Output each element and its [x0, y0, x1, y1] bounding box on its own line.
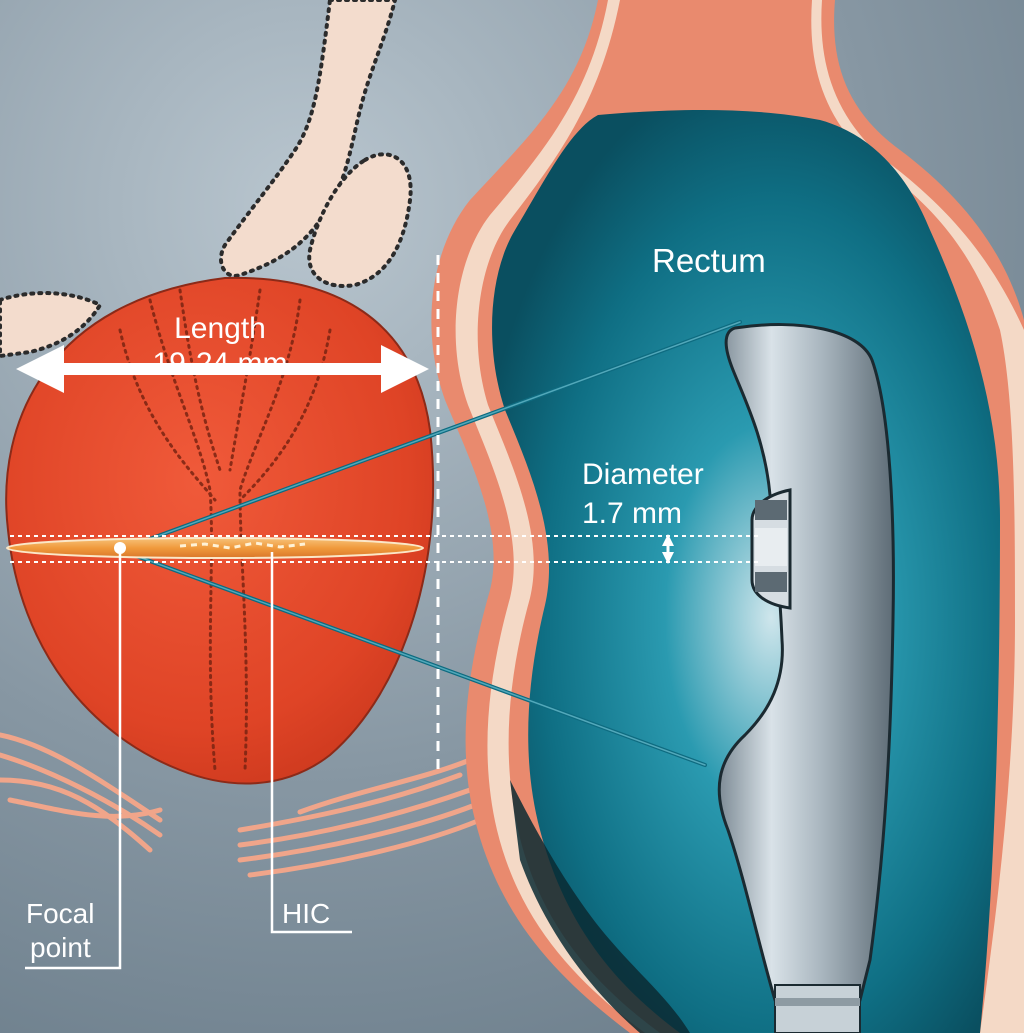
length-title: Length [174, 312, 266, 345]
ultrasound-probe [717, 323, 895, 1033]
measurement-guides [10, 255, 760, 770]
length-value: 19-24 mm [152, 347, 288, 380]
rectum-label: Rectum [652, 242, 766, 279]
nerve-bundles [0, 732, 483, 878]
ultrasound-beam [118, 320, 742, 767]
focal-point-label-line1: Focal [26, 898, 95, 929]
leader-lines [25, 552, 352, 970]
diameter-title: Diameter [582, 458, 704, 491]
pubic-bone [0, 0, 413, 359]
focal-lesion [6, 537, 424, 559]
hic-label: HIC [282, 898, 331, 929]
diameter-value: 1.7 mm [582, 497, 683, 530]
focal-point-marker [114, 542, 126, 554]
focal-point-label-line2: point [30, 932, 91, 963]
